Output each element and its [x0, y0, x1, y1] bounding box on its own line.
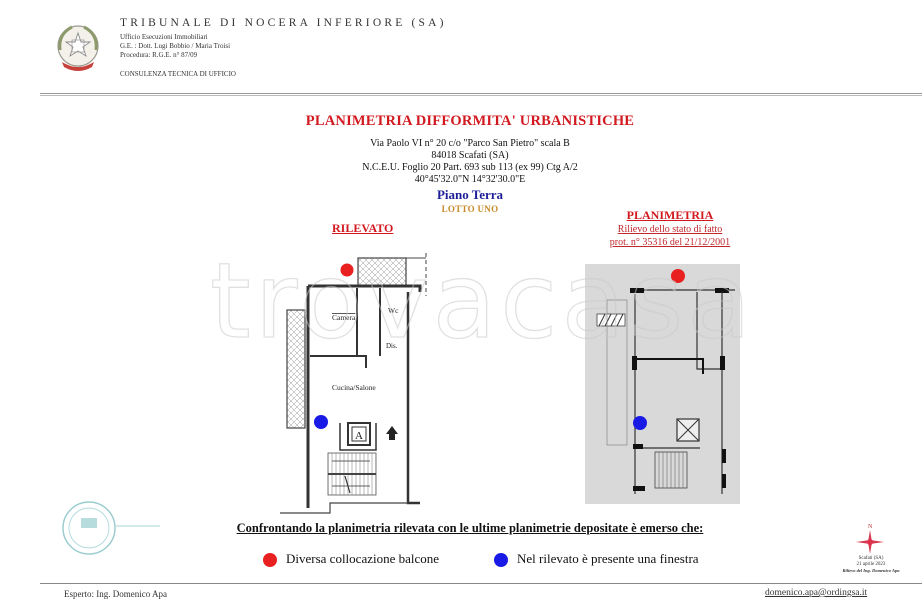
- cadastre-info: N.C.E.U. Foglio 20 Part. 693 sub 113 (ex…: [362, 162, 578, 173]
- cadastral-floor-plan: [585, 264, 740, 504]
- planimetria-heading: PLANIMETRIA: [626, 208, 714, 222]
- footer-divider: [40, 583, 922, 584]
- svg-text:N: N: [868, 524, 873, 530]
- expert-email-link[interactable]: domenico.apa@ordingsa.it: [765, 588, 868, 598]
- coordinates: 40°45'32.0"N 14°32'30.0"E: [414, 174, 526, 185]
- emblem-icon: [50, 20, 106, 76]
- svg-text:Camera: Camera: [332, 313, 356, 322]
- consultancy-line: CONSULENZA TECNICA DI UFFICIO: [120, 70, 236, 78]
- compass-place: Scafati (SA): [858, 556, 884, 561]
- header-divider: [40, 93, 922, 96]
- planimetria-protocol: prot. n° 35316 del 21/12/2001: [609, 237, 731, 248]
- svg-text:Dis.: Dis.: [386, 342, 398, 350]
- stamp-icon: [55, 498, 160, 558]
- lot-label: LOTTO UNO: [441, 204, 499, 214]
- procedure-line: Procedura: R.G.E. n° 87/09: [120, 51, 198, 59]
- legend-label-window: Nel rilevato è presente una finestra: [517, 551, 699, 566]
- compass-date: 21 aprile 2023: [856, 562, 886, 567]
- floor-label: Piano Terra: [436, 187, 504, 202]
- court-title: TRIBUNALE DI NOCERA INFERIORE (SA): [120, 17, 447, 29]
- svg-text:Wc: Wc: [388, 306, 399, 315]
- judge-line: G.E. : Dott. Lugi Bobbio / Maria Troisi: [120, 42, 231, 50]
- rilevato-heading: RILEVATO: [332, 221, 394, 235]
- address-street: Via Paolo VI n° 20 c/o "Parco San Pietro…: [370, 138, 570, 149]
- red-dot-icon: [263, 553, 277, 567]
- blue-dot-icon: [494, 553, 508, 567]
- compass-icon: N: [840, 520, 900, 580]
- office-line: Ufficio Esecuzioni Immobiliari: [120, 33, 208, 41]
- legend-label-balcony: Diversa collocazione balcone: [286, 551, 440, 566]
- address-city: 84018 Scafati (SA): [431, 150, 509, 161]
- svg-text:Cucina/Salone: Cucina/Salone: [332, 383, 376, 392]
- page-title: PLANIMETRIA DIFFORMITA' URBANISTICHE: [305, 113, 635, 129]
- compass-author: Rilievo del Ing. Domenico Apa: [842, 568, 900, 573]
- comparison-statement: Confrontando la planimetria rilevata con…: [236, 521, 704, 535]
- planimetria-subtitle: Rilievo dello stato di fatto: [617, 224, 723, 235]
- expert-name: Esperto: Ing. Domenico Apa: [64, 589, 167, 599]
- surveyed-floor-plan: A Camera Wc Dis. Cucina/Salone: [270, 248, 440, 518]
- svg-text:A: A: [355, 430, 363, 442]
